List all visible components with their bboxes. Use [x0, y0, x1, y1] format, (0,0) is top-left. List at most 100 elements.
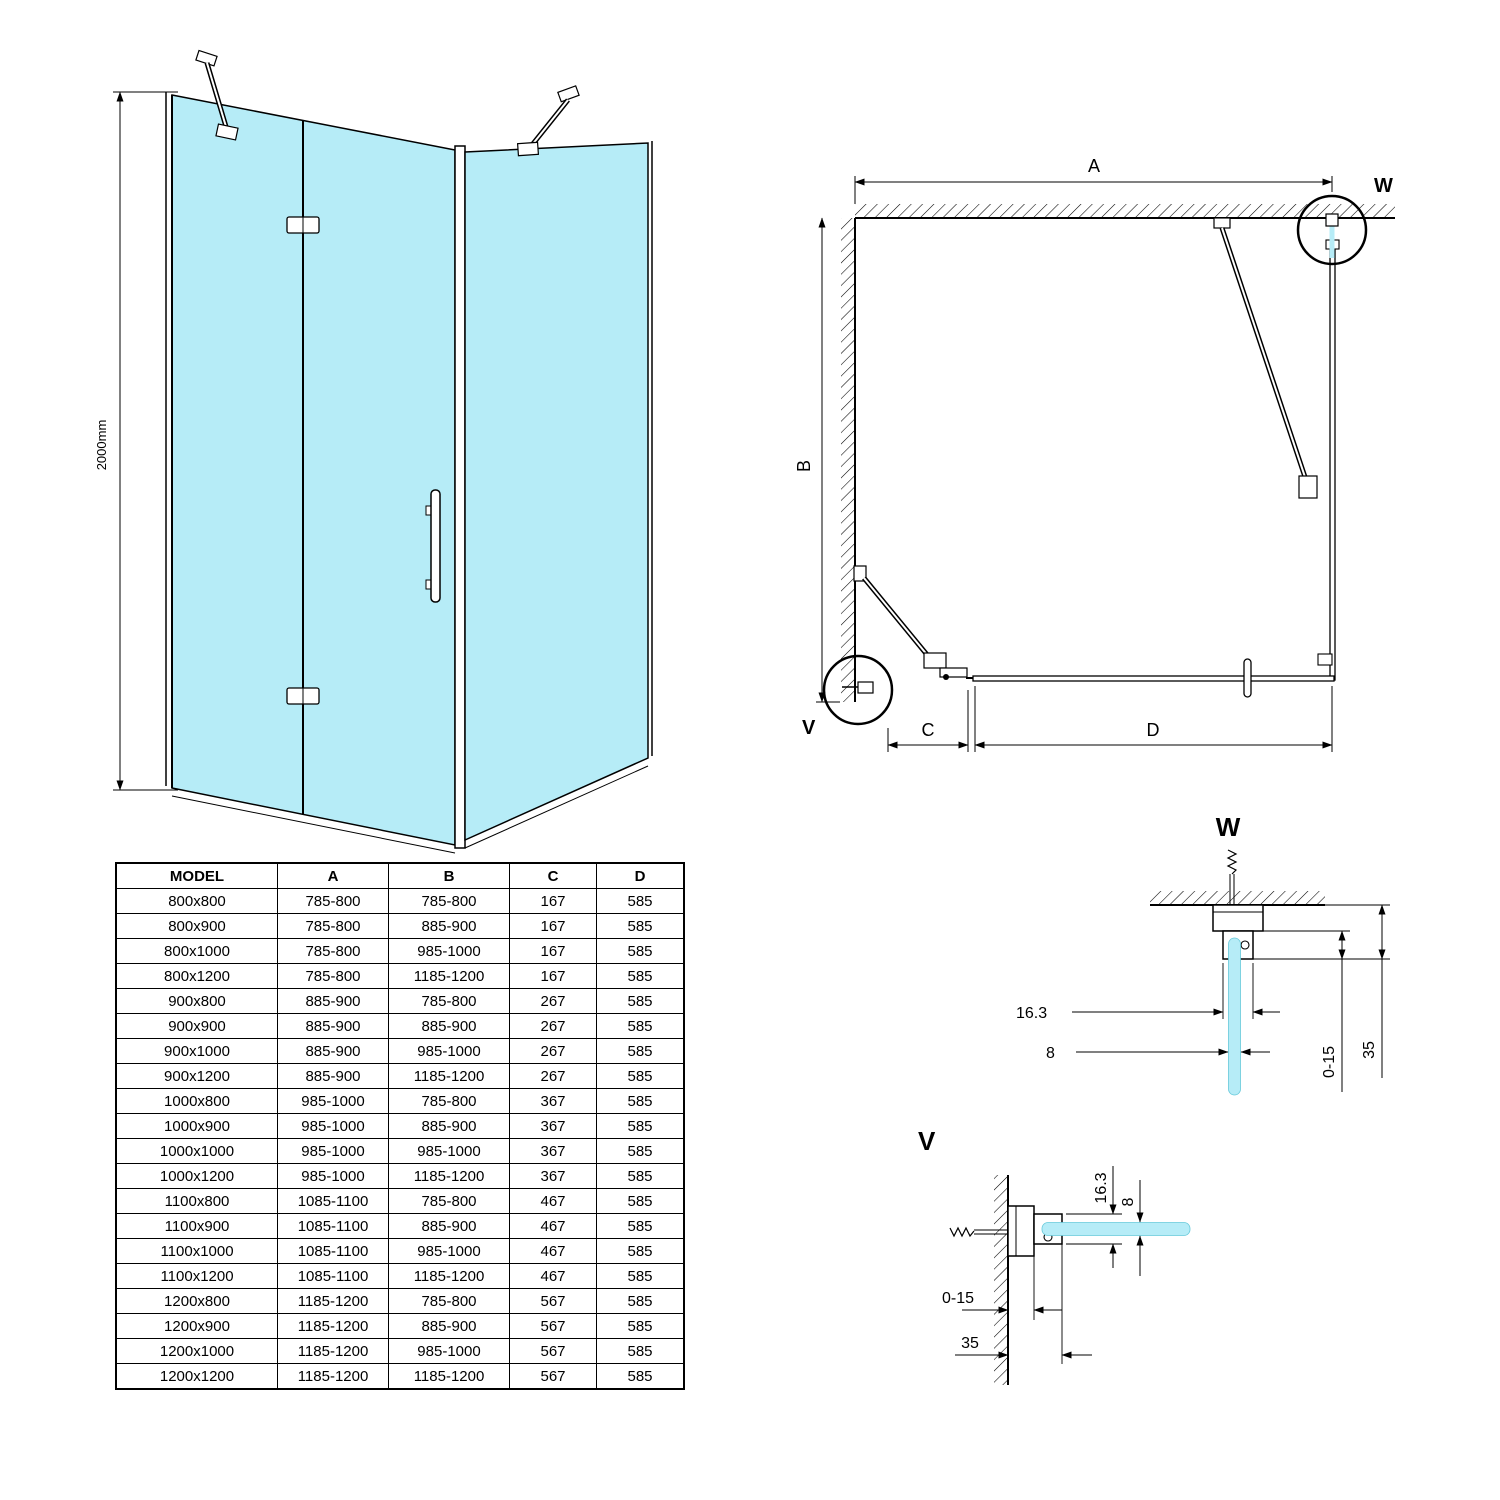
top-hinge	[286, 216, 320, 234]
detail-marker-v: V	[802, 654, 894, 739]
cell-dimension: 585	[596, 888, 685, 914]
cell-dimension: 1185-1200	[388, 1263, 510, 1289]
cell-model: 1200x800	[115, 1288, 278, 1314]
cell-dimension: 885-900	[277, 1013, 389, 1039]
cell-model: 900x800	[115, 988, 278, 1014]
cell-dimension: 367	[509, 1163, 597, 1189]
cell-dimension: 585	[596, 938, 685, 964]
cell-dimension: 585	[596, 1338, 685, 1364]
column-header: MODEL	[115, 862, 278, 889]
cell-dimension: 585	[596, 1263, 685, 1289]
left-wall-hatch	[841, 218, 855, 702]
cell-dimension: 367	[509, 1088, 597, 1114]
top-wall-hatch	[855, 204, 1395, 218]
cell-dimension: 585	[596, 913, 685, 939]
cell-model: 800x900	[115, 913, 278, 939]
plan-side-bracket	[1317, 653, 1333, 666]
detail-v-adjustment-label: 0-15	[942, 1290, 974, 1307]
dimension-b-label: B	[794, 460, 814, 472]
cell-dimension: 267	[509, 1013, 597, 1039]
cell-model: 1100x1000	[115, 1238, 278, 1264]
cell-dimension: 985-1000	[388, 1238, 510, 1264]
detail-w-glass-thickness-label: 8	[1046, 1045, 1055, 1062]
detail-w-view: W 16.3 8	[1016, 812, 1390, 1096]
cell-model: 1000x800	[115, 1088, 278, 1114]
cell-dimension: 167	[509, 938, 597, 964]
cell-dimension: 167	[509, 888, 597, 914]
cell-dimension: 585	[596, 1288, 685, 1314]
plan-support-bar	[1213, 217, 1318, 499]
cell-dimension: 585	[596, 988, 685, 1014]
cell-model: 1100x900	[115, 1213, 278, 1239]
dimension-b: B	[794, 217, 840, 703]
dimension-c-label: C	[922, 720, 935, 740]
cell-model: 1000x1000	[115, 1138, 278, 1164]
cell-dimension: 985-1000	[388, 1338, 510, 1364]
cell-dimension: 885-900	[388, 1113, 510, 1139]
detail-v-profile-width-label: 16.3	[1093, 1172, 1110, 1203]
detail-w-dim-glass-thickness: 8	[1046, 1045, 1270, 1062]
cell-dimension: 985-1000	[277, 1163, 389, 1189]
cell-dimension: 267	[509, 1038, 597, 1064]
detail-w-dim-adjustment: 0-15	[1253, 930, 1390, 1092]
cell-dimension: 1185-1200	[388, 1063, 510, 1089]
cell-dimension: 885-900	[277, 1038, 389, 1064]
corner-post	[454, 145, 466, 849]
front-glass-panel	[171, 94, 456, 846]
detail-w-adjustment-label: 0-15	[1321, 1046, 1338, 1078]
cell-model: 900x900	[115, 1013, 278, 1039]
detail-w-dim-profile-width: 16.3	[1016, 963, 1280, 1022]
cell-model: 1200x900	[115, 1313, 278, 1339]
detail-marker-w-label: W	[1374, 175, 1393, 197]
cell-dimension: 367	[509, 1113, 597, 1139]
cell-dimension: 567	[509, 1313, 597, 1339]
cell-dimension: 585	[596, 1063, 685, 1089]
detail-w-profile	[1212, 904, 1264, 960]
cell-dimension: 885-900	[388, 1213, 510, 1239]
dimension-a-label: A	[1088, 156, 1100, 176]
cell-dimension: 567	[509, 1338, 597, 1364]
cell-dimension: 585	[596, 1188, 685, 1214]
detail-v-view: V 16.3 8	[918, 1126, 1191, 1385]
cell-dimension: 785-800	[277, 913, 389, 939]
cell-dimension: 1185-1200	[277, 1313, 389, 1339]
cell-dimension: 1185-1200	[388, 1363, 510, 1390]
perspective-view: 2000mm	[94, 49, 653, 854]
cell-dimension: 1085-1100	[277, 1213, 389, 1239]
cell-dimension: 167	[509, 913, 597, 939]
plan-open-door	[853, 565, 973, 680]
detail-v-title: V	[918, 1126, 936, 1156]
cell-dimension: 1085-1100	[277, 1238, 389, 1264]
cell-dimension: 467	[509, 1238, 597, 1264]
cell-dimension: 885-900	[388, 913, 510, 939]
detail-marker-v-label: V	[802, 717, 816, 739]
side-glass-panel	[464, 142, 649, 842]
cell-dimension: 1085-1100	[277, 1188, 389, 1214]
detail-w-title: W	[1216, 812, 1241, 842]
detail-v-dim-depth: 35	[955, 1244, 1092, 1364]
cell-dimension: 985-1000	[388, 938, 510, 964]
cell-dimension: 1185-1200	[277, 1363, 389, 1390]
cell-dimension: 885-900	[277, 1063, 389, 1089]
detail-v-depth-label: 35	[961, 1335, 979, 1352]
dimension-d-label: D	[1147, 720, 1160, 740]
bottom-sill-side	[464, 765, 649, 849]
cell-dimension: 585	[596, 1163, 685, 1189]
cell-dimension: 985-1000	[277, 1088, 389, 1114]
cell-dimension: 585	[596, 1313, 685, 1339]
cell-dimension: 985-1000	[277, 1113, 389, 1139]
cell-dimension: 885-900	[388, 1313, 510, 1339]
detail-w-depth-label: 35	[1361, 1041, 1378, 1059]
detail-marker-w: W	[1296, 175, 1393, 266]
cell-model: 800x800	[115, 888, 278, 914]
